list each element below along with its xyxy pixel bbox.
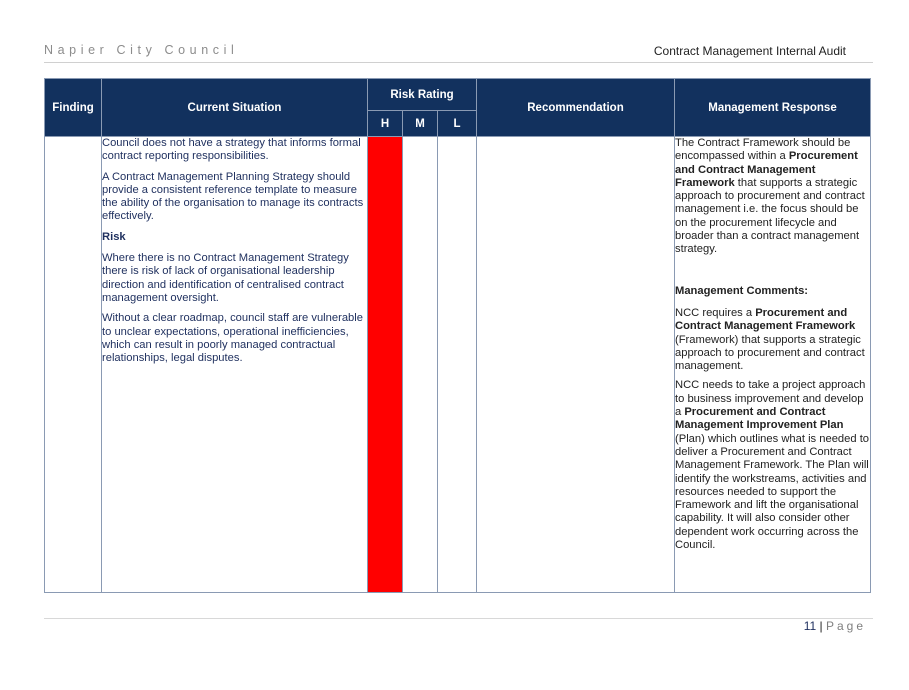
- response-text: (Plan) which outlines what is needed to …: [675, 432, 870, 552]
- risk-high-label: H: [367, 110, 403, 137]
- header-management-response: Management Response: [674, 78, 871, 137]
- response-text: NCC needs to take a project approach to …: [675, 379, 866, 419]
- header-divider: [44, 62, 873, 63]
- header-risk-rating: Risk Rating: [367, 78, 477, 111]
- response-bold-text: Procurement and Contract Management Fram…: [675, 306, 856, 333]
- response-text: that supports a strategic approach to pr…: [675, 176, 865, 256]
- management-comments-heading: Management Comments:: [675, 284, 809, 297]
- audit-findings-table: Finding Current Situation Risk Rating Re…: [44, 78, 871, 593]
- risk-medium-indicator: [402, 136, 438, 593]
- response-bold-text: Procurement and Contract Management Impr…: [675, 406, 844, 432]
- page-number: 11 | Page: [804, 619, 866, 633]
- response-text: The Contract Framework should be encompa…: [675, 137, 851, 163]
- risk-heading: Risk: [102, 230, 126, 243]
- page-number-value: 11: [803, 619, 817, 633]
- current-situation-cell: Council does not have a strategy that in…: [101, 136, 368, 593]
- recommendation-cell: [476, 136, 675, 593]
- header-recommendation: Recommendation: [476, 78, 675, 137]
- document-title: Contract Management Internal Audit: [653, 44, 846, 58]
- response-paragraph: NCC needs to take a project approach to …: [675, 379, 870, 552]
- organisation-name: Napier City Council: [44, 43, 239, 57]
- table-row: Council does not have a strategy that in…: [44, 136, 871, 593]
- risk-high-indicator: [367, 136, 403, 593]
- footer-divider: [44, 618, 873, 619]
- response-text: (Framework) that supports a strategic ap…: [675, 333, 865, 373]
- finding-cell: [44, 136, 102, 593]
- management-response-cell: The Contract Framework should be encompa…: [674, 136, 871, 593]
- response-text: NCC requires a: [675, 306, 756, 319]
- page-label: Page: [825, 619, 866, 633]
- header-current-situation: Current Situation: [101, 78, 368, 137]
- risk-medium-label: M: [402, 110, 438, 137]
- header-finding: Finding: [44, 78, 102, 137]
- risk-low-label: L: [437, 110, 477, 137]
- situation-paragraph: A Contract Management Planning Strategy …: [102, 170, 364, 223]
- response-paragraph: NCC requires a Procurement and Contract …: [675, 307, 870, 373]
- situation-paragraph: Council does not have a strategy that in…: [102, 137, 361, 163]
- page-separator: |: [819, 619, 823, 633]
- risk-low-indicator: [437, 136, 477, 593]
- response-paragraph: The Contract Framework should be encompa…: [675, 137, 870, 257]
- risk-paragraph: Where there is no Contract Management St…: [102, 252, 349, 304]
- risk-paragraph: Without a clear roadmap, council staff a…: [102, 312, 363, 365]
- response-bold-text: Procurement and Contract Management Fram…: [675, 150, 858, 189]
